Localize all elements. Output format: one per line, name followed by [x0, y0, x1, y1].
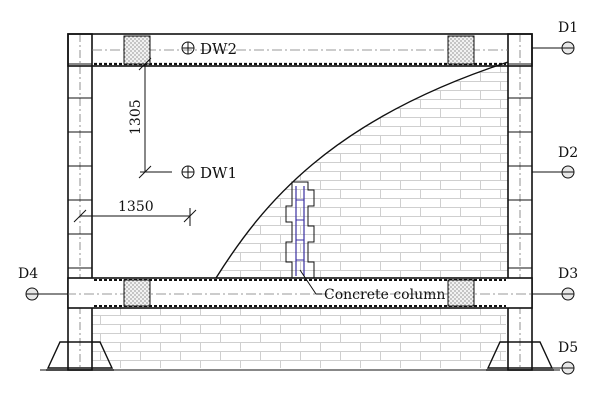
beam-connector-bottom-left: [123, 279, 151, 307]
label-dw1: DW1: [200, 164, 237, 182]
label-d3: D3: [558, 266, 578, 282]
beam-connector-top-right: [447, 35, 475, 65]
crosshair-marker-icon: [181, 41, 195, 55]
brick-infill-area: [216, 62, 508, 278]
label-d1: D1: [558, 20, 578, 36]
dimension-label-vertical: 1305: [128, 99, 144, 135]
crack-curve: [215, 61, 509, 279]
label-d2: D2: [558, 145, 578, 161]
dimension-horizontal: [73, 208, 197, 226]
beam-connector-bottom-right: [447, 279, 475, 307]
label-concrete-column: Concrete column: [324, 287, 445, 303]
sensor-d5: [540, 361, 575, 375]
sensor-d2: [532, 165, 575, 179]
label-d4: D4: [18, 266, 38, 282]
dimension-vertical: [138, 57, 172, 179]
concrete-column-leader: [299, 269, 322, 295]
right-column: [507, 33, 533, 371]
brick-base-wall: [92, 308, 506, 368]
concrete-column: [285, 181, 315, 279]
beam-connector-top-left: [123, 35, 151, 65]
bottom-beam: [30, 277, 570, 309]
top-beam: [67, 33, 533, 67]
crosshair-marker-icon: [181, 165, 195, 179]
sensor-d1: [532, 41, 575, 55]
sensor-d3: [532, 287, 575, 301]
label-d5: D5: [558, 340, 578, 356]
sensor-d4: [25, 287, 68, 301]
label-dw2: DW2: [200, 40, 237, 58]
dimension-label-horizontal: 1350: [118, 199, 154, 215]
left-column: [67, 33, 93, 371]
